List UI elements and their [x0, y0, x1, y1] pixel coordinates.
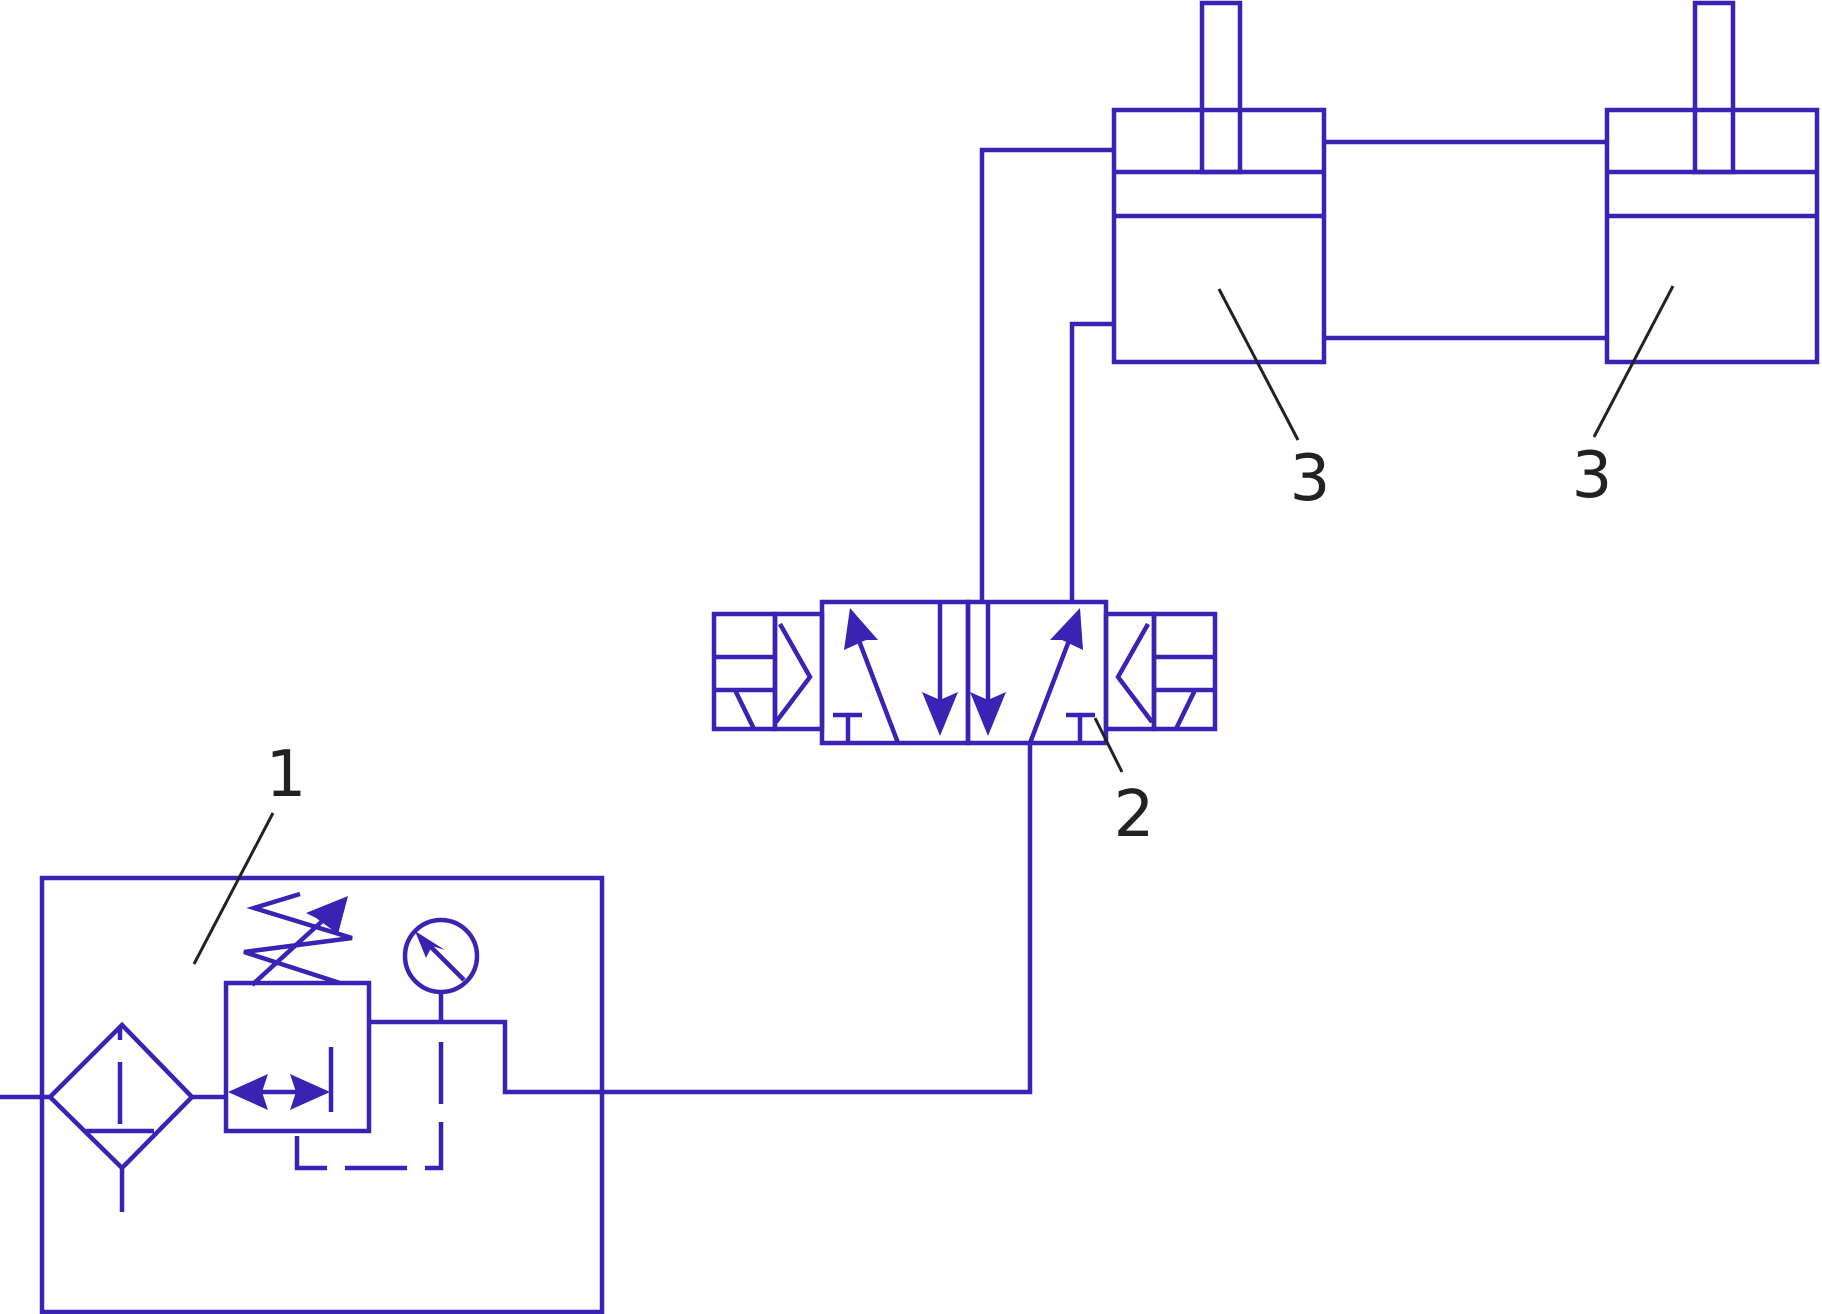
leader-line-3-left: [1217, 288, 1300, 441]
callout-label-2: 2: [1114, 778, 1155, 852]
leader-line-1: [192, 812, 275, 965]
callout-label-3-left: 3: [1290, 442, 1331, 516]
solenoid-valve: [711, 599, 1218, 746]
pressure-regulator: [223, 980, 372, 1134]
left-actuator: [711, 611, 825, 732]
filter-symbol: [46, 1021, 196, 1212]
leader-line-2: [1093, 717, 1124, 773]
callout-label-3-right: 3: [1572, 439, 1613, 513]
cylinder-left: [1111, 0, 1327, 365]
cylinder-right: [1604, 0, 1820, 365]
supply-line: [602, 743, 1033, 1095]
line-to-cylinder-rod-end: [979, 147, 1114, 602]
air-service-unit: [0, 875, 605, 1314]
leader-line-3-right: [1592, 285, 1675, 438]
right-actuator: [1103, 611, 1218, 732]
adjustable-spring-icon: [243, 891, 353, 987]
pressure-gauge-icon: [402, 917, 480, 1022]
line-to-cylinder-cap-end: [1069, 321, 1114, 602]
callout-label-1: 1: [266, 738, 307, 812]
